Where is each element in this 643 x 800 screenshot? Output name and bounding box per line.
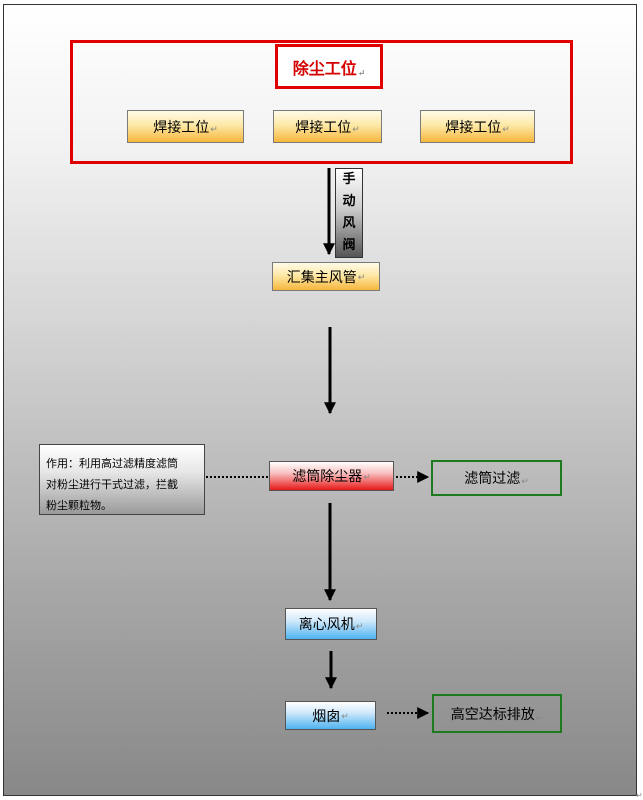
chimney-box: 烟囱↵ xyxy=(285,701,376,730)
note-line: 粉尘颗粒物。 xyxy=(46,499,112,512)
dust-station-title: 除尘工位↵ xyxy=(275,44,383,89)
main-duct-box: 汇集主风管↵ xyxy=(272,262,380,291)
manual-damper-char: 动 xyxy=(342,194,356,209)
high-altitude-discharge-box: 高空达标排放↵ xyxy=(432,694,562,733)
manual-damper: 手 动 风 阀 xyxy=(335,168,363,258)
dust-station-title-text: 除尘工位 xyxy=(292,58,357,78)
manual-damper-char: 风 xyxy=(342,216,356,231)
note-line: 作用：利用高过滤精度滤筒 xyxy=(46,457,178,470)
dust-station-group xyxy=(70,40,573,164)
main-duct-label: 汇集主风管 xyxy=(286,269,357,286)
welding-station-2: 焊接工位↵ xyxy=(273,110,382,143)
paragraph-mark: ↵ xyxy=(502,125,510,135)
note-line: 对粉尘进行干式过滤，拦截 xyxy=(46,478,178,491)
cartridge-collector-box: 滤筒除尘器↵ xyxy=(269,461,394,491)
paragraph-mark: ↵ xyxy=(535,714,544,724)
paragraph-mark: ↵ xyxy=(210,125,218,135)
centrifugal-fan-label: 离心风机 xyxy=(298,617,355,633)
paragraph-mark: ↵ xyxy=(357,273,366,283)
paragraph-mark: ↵ xyxy=(355,622,364,632)
cartridge-filtration-box: 滤筒过滤↵ xyxy=(431,460,562,496)
function-note: 作用：利用高过滤精度滤筒 对粉尘进行干式过滤，拦截 粉尘颗粒物。 xyxy=(39,444,205,515)
paragraph-mark: ↵ xyxy=(357,69,366,79)
centrifugal-fan-box: 离心风机↵ xyxy=(285,608,377,640)
chimney-label: 烟囱 xyxy=(312,708,341,725)
cartridge-collector-label: 滤筒除尘器 xyxy=(292,469,363,485)
paragraph-mark: ↵ xyxy=(341,712,349,722)
manual-damper-char: 阀 xyxy=(342,238,356,253)
paragraph-mark: ↵ xyxy=(521,477,529,487)
welding-station-label: 焊接工位 xyxy=(153,119,210,136)
high-altitude-discharge-label: 高空达标排放 xyxy=(450,706,535,723)
manual-damper-char: 手 xyxy=(342,172,356,187)
paragraph-mark: ↵ xyxy=(363,473,371,483)
welding-station-label: 焊接工位 xyxy=(295,119,352,136)
welding-station-label: 焊接工位 xyxy=(445,119,502,136)
cartridge-filtration-label: 滤筒过滤 xyxy=(464,471,521,487)
paragraph-mark: ↵ xyxy=(352,125,360,135)
paragraph-mark-corner: ↵ xyxy=(636,791,643,800)
welding-station-3: 焊接工位↵ xyxy=(420,110,535,143)
welding-station-1: 焊接工位↵ xyxy=(127,110,244,143)
